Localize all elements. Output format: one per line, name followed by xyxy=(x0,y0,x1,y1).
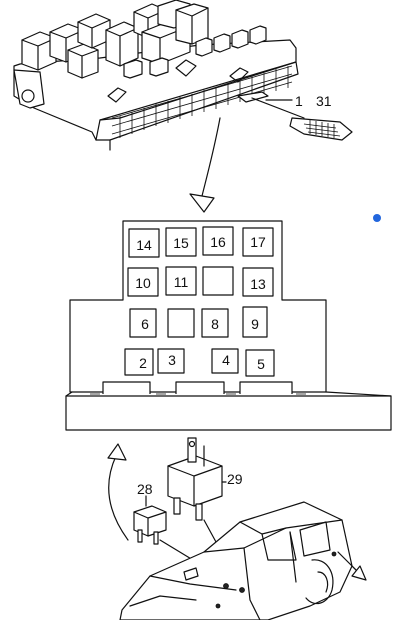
fuse-tabs xyxy=(107,25,267,103)
callout-28: 28 xyxy=(137,481,153,497)
callout-1: 1 xyxy=(295,93,303,109)
fuse-slot: 11 xyxy=(165,266,197,296)
fuse-slot-grid: 14 15 16 17 10 11 xyxy=(124,226,275,377)
svg-text:17: 17 xyxy=(250,234,266,250)
svg-text:15: 15 xyxy=(173,235,189,251)
fuse-slot: 17 xyxy=(242,227,274,257)
svg-text:4: 4 xyxy=(222,352,230,368)
plug-connector xyxy=(237,91,353,141)
svg-text:2: 2 xyxy=(139,355,147,371)
fuse-slot: 10 xyxy=(127,267,159,297)
svg-text:8: 8 xyxy=(211,316,219,332)
accent-dot xyxy=(373,214,381,222)
fuse-slot: 14 xyxy=(128,228,160,258)
relay-28: 28 xyxy=(133,481,167,545)
relay-blocks-top xyxy=(21,0,209,79)
fuse-slot: 2 xyxy=(124,348,154,376)
carrier-slot-row xyxy=(119,66,289,138)
svg-text:5: 5 xyxy=(257,356,265,372)
callout-29: 29 xyxy=(227,471,243,487)
arrow-up-icon xyxy=(107,443,129,541)
svg-text:3: 3 xyxy=(168,352,176,368)
svg-text:16: 16 xyxy=(210,234,226,250)
car-outline xyxy=(119,501,361,620)
svg-text:13: 13 xyxy=(250,276,266,292)
fuse-slot: 4 xyxy=(211,348,239,374)
arrow-diagonal-icon xyxy=(337,551,367,581)
svg-text:6: 6 xyxy=(141,316,149,332)
fuse-slot: 16 xyxy=(202,226,234,256)
relay-29: 29 xyxy=(167,437,243,521)
fuse-slot: 5 xyxy=(245,349,275,377)
arrow-down-icon xyxy=(189,117,221,213)
fuse-slot: 8 xyxy=(201,308,229,338)
callout-31: 31 xyxy=(316,93,332,109)
fuse-slot: 9 xyxy=(242,306,268,338)
svg-text:11: 11 xyxy=(174,274,189,290)
relay-carrier-assembly: 1 31 xyxy=(13,0,353,151)
svg-text:10: 10 xyxy=(135,275,151,291)
svg-text:9: 9 xyxy=(251,316,259,332)
svg-text:14: 14 xyxy=(136,237,152,253)
fuse-slot: 3 xyxy=(157,348,185,374)
fuse-slot xyxy=(167,308,195,338)
fuse-slot xyxy=(202,266,234,296)
fuse-slot: 6 xyxy=(129,308,157,338)
fuse-slot: 15 xyxy=(165,227,197,257)
fuse-box-plan: 14 15 16 17 10 11 xyxy=(65,220,392,431)
fuse-slot: 13 xyxy=(242,267,274,297)
